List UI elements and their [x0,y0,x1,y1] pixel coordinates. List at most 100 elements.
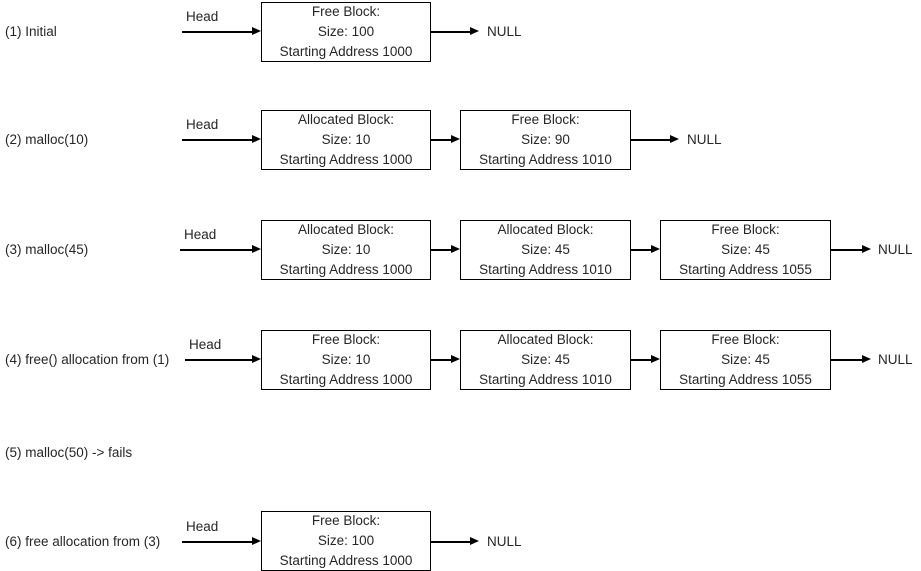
block-address: Starting Address 1010 [479,261,612,277]
block-size: Size: 10 [321,242,371,258]
block-address: Starting Address 1000 [279,43,413,59]
null-label-3: NULL [878,242,913,257]
block-3-1: Allocated Block: Size: 10 Starting Addre… [261,220,431,280]
block-type: Free Block: [711,332,780,348]
block-size: Size: 10 [321,132,371,148]
block-type: Free Block: [511,112,580,128]
link-arrow-2-1 [431,135,460,144]
arrow-head-icon [470,27,479,35]
block-size: Size: 45 [721,352,770,368]
block-size: Size: 10 [321,352,371,368]
block-type: Free Block: [311,513,381,529]
row-label-3: (3) malloc(45) [5,242,89,257]
arrow-head-icon [651,355,660,363]
arrow-head-icon [862,245,871,253]
block-size: Size: 45 [521,242,570,258]
arrow-shaft [831,249,862,251]
arrow-shaft [185,359,252,361]
null-arrow-6 [431,537,479,546]
row-label-2: (2) malloc(10) [5,132,89,147]
null-label-6: NULL [487,534,522,549]
null-label-4: NULL [878,352,913,367]
block-size: Size: 45 [521,352,570,368]
row-label-1: (1) Initial [5,24,57,39]
arrow-shaft [182,31,252,33]
arrow-head-icon [451,135,460,143]
arrow-head-icon [651,245,660,253]
head-label-1: Head [186,9,219,24]
arrow-shaft [431,541,470,543]
arrow-shaft [180,249,252,251]
null-arrow-1 [431,27,479,36]
block-type: Free Block: [711,222,780,238]
row-label-5: (5) malloc(50) -> fails [5,445,133,460]
block-type: Allocated Block: [497,332,594,348]
arrow-shaft [182,541,252,543]
link-arrow-3-2 [631,245,660,254]
block-address: Starting Address 1010 [479,151,612,167]
block-size: Size: 45 [721,242,770,258]
block-address: Starting Address 1055 [679,371,812,387]
block-4-2: Allocated Block: Size: 45 Starting Addre… [460,330,631,390]
arrow-head-icon [470,537,479,545]
block-size: Size: 100 [317,533,375,549]
block-address: Starting Address 1000 [279,552,413,568]
head-label-6: Head [186,519,219,534]
head-arrow-6 [182,537,261,546]
block-address: Starting Address 1000 [279,151,413,167]
arrow-head-icon [451,355,460,363]
block-address: Starting Address 1000 [279,261,413,277]
arrow-shaft [831,359,862,361]
block-size: Size: 90 [521,132,570,148]
arrow-head-icon [670,135,679,143]
head-arrow-3 [180,245,261,254]
null-label-1: NULL [487,24,522,39]
arrow-head-icon [862,355,871,363]
row-label-6: (6) free allocation from (3) [5,534,161,549]
head-arrow-4 [185,355,261,364]
null-arrow-3 [831,245,871,254]
head-arrow-2 [182,135,261,144]
head-label-2: Head [186,117,219,132]
block-type: Allocated Block: [297,112,395,128]
block-address: Starting Address 1010 [479,371,612,387]
block-4-3: Free Block: Size: 45 Starting Address 10… [660,330,831,390]
block-type: Allocated Block: [297,222,395,238]
arrow-head-icon [252,355,261,363]
arrow-shaft [431,249,451,251]
head-label-3: Head [184,227,217,242]
link-arrow-4-1 [431,355,460,364]
block-address: Starting Address 1000 [279,371,413,387]
head-arrow-1 [182,27,261,36]
block-size: Size: 100 [317,24,375,40]
link-arrow-3-1 [431,245,460,254]
arrow-head-icon [252,135,261,143]
null-label-2: NULL [687,132,722,147]
link-arrow-4-2 [631,355,660,364]
arrow-shaft [631,139,670,141]
block-3-2: Allocated Block: Size: 45 Starting Addre… [460,220,631,280]
block-4-1: Free Block: Size: 10 Starting Address 10… [261,330,431,390]
arrow-shaft [431,359,451,361]
arrow-shaft [631,359,651,361]
block-type: Free Block: [311,332,381,348]
arrow-head-icon [252,537,261,545]
block-type: Free Block: [311,4,381,20]
block-type: Allocated Block: [497,222,594,238]
block-1-1: Free Block: Size: 100 Starting Address 1… [261,2,431,62]
block-2-1: Allocated Block: Size: 10 Starting Addre… [261,110,431,170]
row-label-4: (4) free() allocation from (1) [5,352,170,367]
arrow-shaft [182,139,252,141]
arrow-head-icon [451,245,460,253]
block-3-3: Free Block: Size: 45 Starting Address 10… [660,220,831,280]
arrow-head-icon [252,27,261,35]
arrow-shaft [631,249,651,251]
null-arrow-4 [831,355,871,364]
block-6-1: Free Block: Size: 100 Starting Address 1… [261,511,431,571]
null-arrow-2 [631,135,679,144]
block-2-2: Free Block: Size: 90 Starting Address 10… [460,110,631,170]
arrow-shaft [431,139,451,141]
head-label-4: Head [189,337,222,352]
arrow-head-icon [252,245,261,253]
